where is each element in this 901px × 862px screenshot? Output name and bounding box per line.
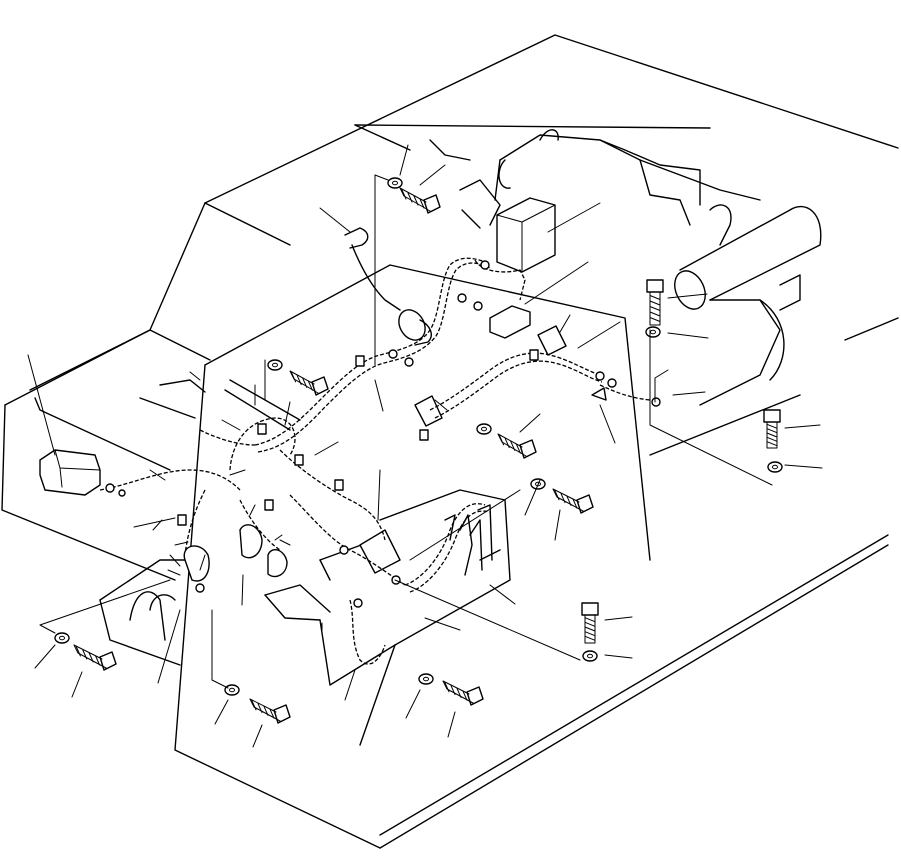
relay-box-upper [496,197,556,273]
engine-assembly [429,129,822,406]
washer [267,359,283,371]
bolt [646,279,664,326]
bolt [289,370,329,396]
washer [767,461,783,473]
washer [418,673,434,685]
horn-left [167,541,210,593]
bolt [763,409,781,449]
relay-box-lower [489,305,531,339]
washer [387,177,403,189]
horn-right [239,504,288,578]
fasteners-group [54,177,783,724]
washer [224,684,240,696]
bolt [73,644,117,671]
work-lamp-rear [344,227,432,346]
washer [476,423,492,435]
work-lamp-left [39,449,126,497]
washer [54,632,70,644]
main-wiring-harness [254,257,651,665]
bolt [497,433,537,459]
fuse-block [414,395,443,427]
bolt [581,602,599,644]
control-levers [444,504,501,576]
left-wiring-harness [99,417,296,556]
bolt [399,187,441,214]
bolt [552,488,594,514]
controller-block [537,325,567,356]
washer [582,650,598,662]
washer [645,326,661,338]
machine-body [1,34,899,849]
connector-block-front [359,529,401,574]
harness-clips [177,260,661,608]
leader-lines [27,144,823,748]
bolt [442,680,484,706]
bolt [249,698,291,724]
